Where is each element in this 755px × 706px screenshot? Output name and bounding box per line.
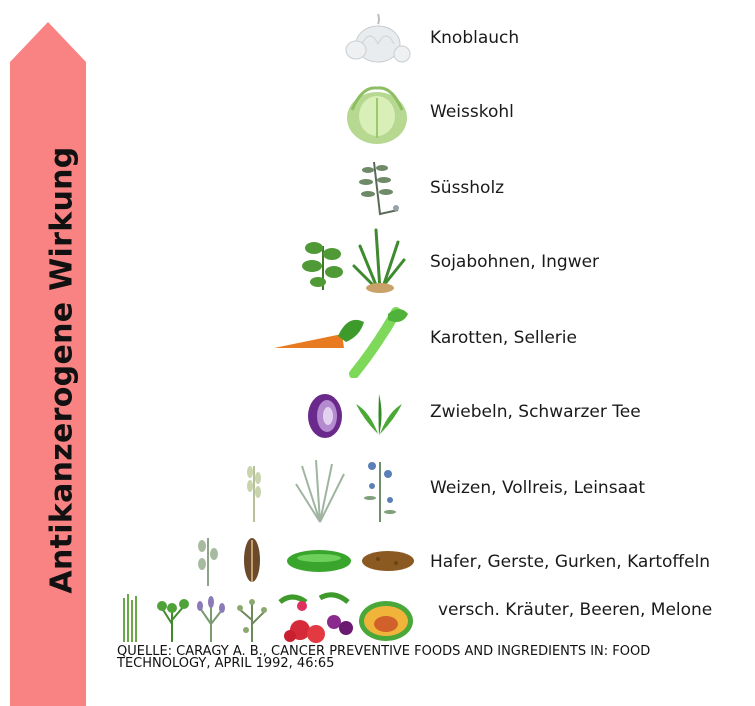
food-row-7: Weizen, Vollreis, Leinsaat <box>0 454 755 526</box>
barley-icon <box>240 534 264 586</box>
food-row-label: Knoblauch <box>430 28 519 48</box>
food-row-1: Knoblauch <box>0 10 755 70</box>
wheat-icon <box>236 458 272 524</box>
food-row-label: Weisskohl <box>430 102 514 122</box>
melon-icon <box>358 600 414 642</box>
cucumber-icon <box>286 548 352 574</box>
lavender-icon <box>192 594 230 644</box>
food-row-label: Hafer, Gerste, Gurken, Kartoffeln <box>430 552 710 572</box>
berries-icon <box>272 592 360 646</box>
food-row-5: Karotten, Sellerie <box>0 304 755 380</box>
food-row-label: Zwiebeln, Schwarzer Tee <box>430 402 641 422</box>
food-row-6: Zwiebeln, Schwarzer Tee <box>0 386 755 442</box>
food-row-label: Sojabohnen, Ingwer <box>430 252 599 272</box>
garlic-icon <box>342 10 414 70</box>
food-row-label: Karotten, Sellerie <box>430 328 577 348</box>
parsley-icon <box>154 596 190 644</box>
rice-plant-icon <box>292 456 348 524</box>
thyme-icon <box>232 594 272 644</box>
food-row-label: versch. Kräuter, Beeren, Melone <box>438 600 712 620</box>
food-row-3: Süssholz <box>0 156 755 222</box>
ginger-plant-icon <box>350 226 408 294</box>
chives-icon <box>116 592 144 644</box>
food-row-label: Weizen, Vollreis, Leinsaat <box>430 478 645 498</box>
licorice-plant-icon <box>352 156 408 222</box>
potato-icon <box>360 548 416 574</box>
food-row-9: versch. Kräuter, Beeren, Melone <box>0 592 755 646</box>
food-row-8: Hafer, Gerste, Gurken, Kartoffeln <box>0 530 755 590</box>
oat-icon <box>192 532 224 588</box>
source-citation: QUELLE: CARAGY A. B., CANCER PREVENTIVE … <box>117 646 737 670</box>
celery-icon <box>348 304 412 378</box>
food-row-label: Süssholz <box>430 178 504 198</box>
cabbage-icon <box>344 80 410 148</box>
tea-leaf-icon <box>354 390 404 438</box>
flax-plant-icon <box>358 456 402 524</box>
soybean-plant-icon <box>300 234 346 292</box>
onion-icon <box>304 390 346 440</box>
food-row-2: Weisskohl <box>0 80 755 150</box>
food-row-4: Sojabohnen, Ingwer <box>0 226 755 296</box>
